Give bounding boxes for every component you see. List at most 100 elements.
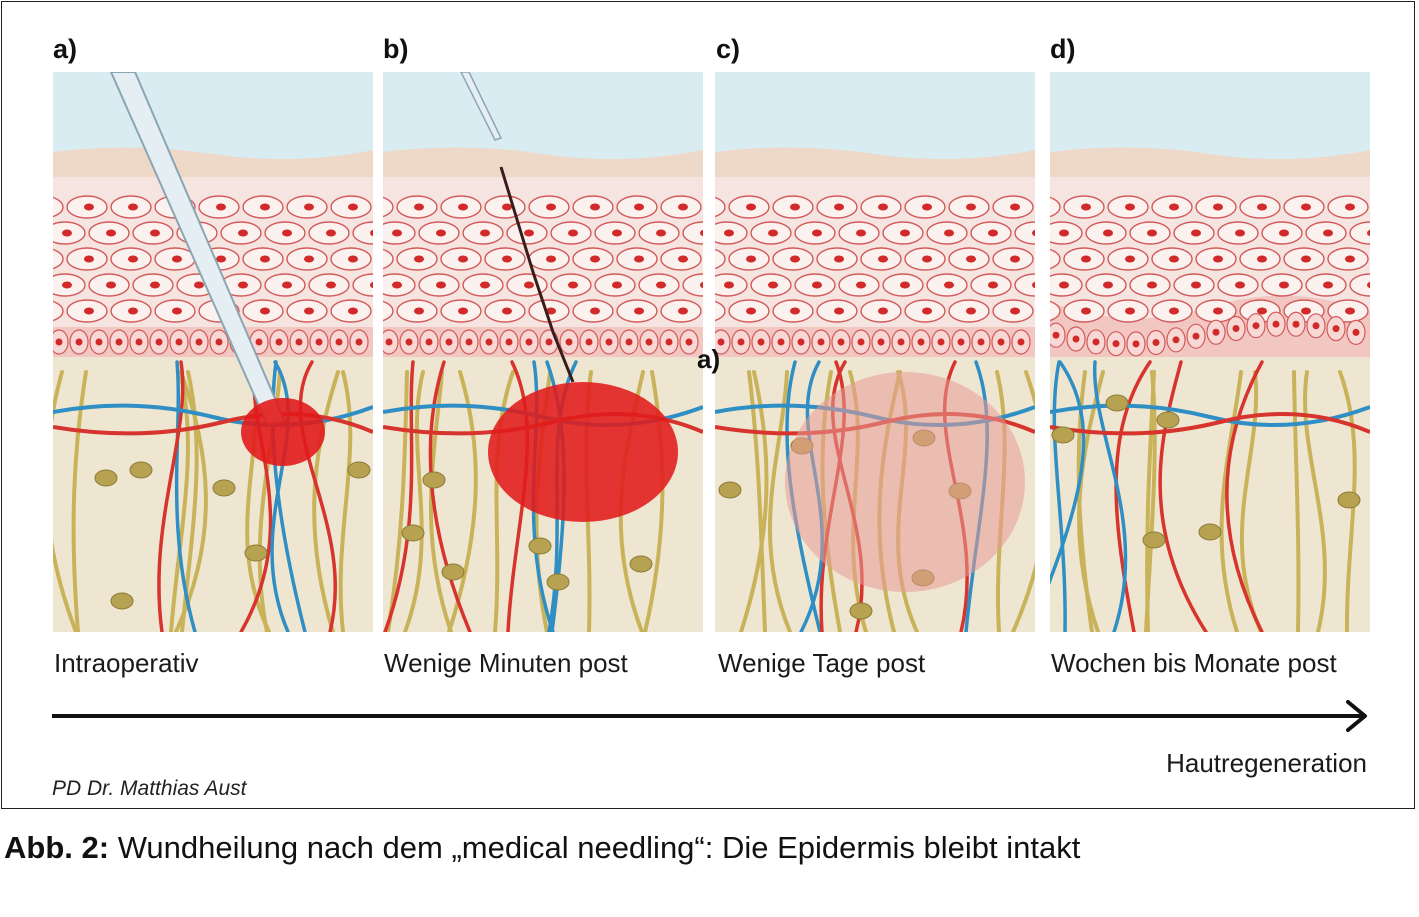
cell-nucleus: [612, 281, 622, 289]
cell-nucleus: [812, 281, 822, 289]
cell-nucleus: [1301, 307, 1311, 315]
nerve-fibre: [1292, 370, 1301, 632]
figure-caption-text: Wundheilung nach dem „medical needling“:…: [117, 830, 1081, 865]
fibroblast-cell: [1105, 394, 1129, 412]
panel-d-illustration: [1050, 72, 1370, 632]
cell-nucleus: [326, 281, 336, 289]
artery-plexus: [1050, 412, 1370, 436]
image-credit: PD Dr. Matthias Aust: [52, 777, 247, 800]
basal-nucleus: [215, 338, 223, 346]
cell-nucleus: [216, 255, 226, 263]
cell-nucleus: [502, 203, 512, 211]
basal-nucleus: [405, 338, 413, 346]
basal-nucleus: [665, 338, 673, 346]
cell-nucleus: [436, 229, 446, 237]
cell-nucleus: [812, 229, 822, 237]
artery-vessel: [157, 360, 185, 632]
cell-nucleus: [260, 255, 270, 263]
panel-d-letter: d): [1050, 34, 1076, 64]
cell-nucleus: [414, 203, 424, 211]
healing-inflammation: [785, 372, 1025, 592]
vein-vessel: [270, 360, 290, 632]
cell-nucleus: [746, 307, 756, 315]
cell-nucleus: [746, 255, 756, 263]
cell-nucleus: [128, 307, 138, 315]
cell-nucleus: [746, 203, 756, 211]
nerve-fibre: [1011, 370, 1035, 632]
vein-vessel: [1052, 360, 1067, 632]
cell-nucleus: [1081, 255, 1091, 263]
cell-nucleus: [790, 203, 800, 211]
cell-nucleus: [1301, 255, 1311, 263]
cell-nucleus: [106, 229, 116, 237]
panel-b-illustration: [383, 72, 703, 632]
cell-nucleus: [128, 255, 138, 263]
keratinocyte-cell: [53, 248, 64, 270]
keratinocyte-cell: [1050, 248, 1061, 270]
basal-nucleus: [1312, 322, 1320, 330]
nerve-fibre: [1076, 370, 1094, 632]
cell-nucleus: [1367, 229, 1370, 237]
cell-nucleus: [1032, 281, 1035, 289]
cell-nucleus: [724, 281, 734, 289]
basal-nucleus: [385, 338, 393, 346]
basal-nucleus: [737, 338, 745, 346]
keratinocyte-cell: [383, 196, 394, 218]
keratinocyte-cell: [682, 221, 703, 245]
basal-nucleus: [545, 338, 553, 346]
cell-nucleus: [590, 203, 600, 211]
fibroblast-cell: [129, 461, 153, 479]
basal-nucleus: [625, 338, 633, 346]
cell-nucleus: [84, 203, 94, 211]
cell-nucleus: [1010, 203, 1020, 211]
cell-nucleus: [1010, 255, 1020, 263]
cell-nucleus: [172, 307, 182, 315]
cell-nucleus: [304, 255, 314, 263]
basal-nucleus: [685, 338, 693, 346]
cell-nucleus: [1032, 229, 1035, 237]
cell-nucleus: [1235, 281, 1245, 289]
cell-nucleus: [1279, 229, 1289, 237]
keratinocyte-cell: [715, 248, 726, 270]
cell-nucleus: [524, 229, 534, 237]
cell-nucleus: [966, 307, 976, 315]
basal-nucleus: [1112, 340, 1120, 348]
keratinocyte-cell: [715, 196, 726, 218]
fibroblast-cell: [94, 469, 118, 487]
basal-nucleus: [1092, 338, 1100, 346]
basal-nucleus: [465, 338, 473, 346]
basal-nucleus: [1272, 320, 1280, 328]
basal-nucleus: [355, 338, 363, 346]
fibroblast-cell: [1198, 523, 1222, 541]
basal-nucleus: [1192, 332, 1200, 340]
needle-icon: [460, 72, 503, 141]
cell-nucleus: [480, 281, 490, 289]
nerve-fibre: [169, 370, 190, 632]
basal-nucleus: [295, 338, 303, 346]
cell-nucleus: [326, 229, 336, 237]
cell-nucleus: [834, 255, 844, 263]
cell-nucleus: [988, 281, 998, 289]
timeline-label: Hautregeneration: [1166, 748, 1367, 778]
cell-nucleus: [348, 203, 358, 211]
cell-nucleus: [678, 307, 688, 315]
basal-nucleus: [505, 338, 513, 346]
cell-nucleus: [1081, 203, 1091, 211]
keratinocyte-cell: [352, 221, 373, 245]
nerve-fibre: [747, 370, 767, 632]
basal-nucleus: [1172, 336, 1180, 344]
cell-nucleus: [304, 203, 314, 211]
nerve-fibre: [403, 370, 425, 632]
basal-nucleus: [717, 338, 725, 346]
basal-nucleus: [175, 338, 183, 346]
cell-nucleus: [1213, 203, 1223, 211]
cell-nucleus: [546, 307, 556, 315]
cell-nucleus: [304, 307, 314, 315]
basal-nucleus: [525, 338, 533, 346]
cell-nucleus: [700, 281, 703, 289]
cell-nucleus: [414, 307, 424, 315]
keratinocyte-cell: [715, 300, 726, 322]
basal-nucleus: [275, 338, 283, 346]
cell-nucleus: [856, 281, 866, 289]
basal-nucleus: [135, 338, 143, 346]
